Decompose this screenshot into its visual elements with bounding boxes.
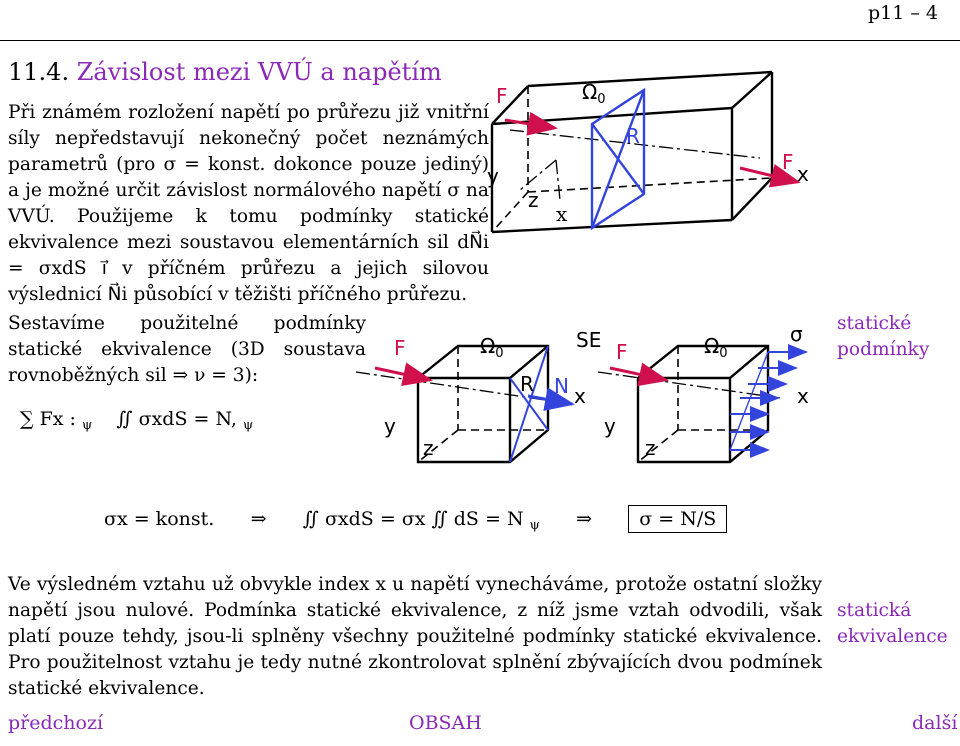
equation-result: σx = konst. ⇒ ∬ σxdS = σx ∬ dS = N ψ ⇒ σ…	[104, 505, 728, 533]
label-omega-top: Ω0	[582, 80, 606, 107]
label-y-top: y	[487, 164, 499, 188]
label-x-top-right: x	[797, 162, 809, 186]
label-x-cube-right: x	[797, 384, 809, 408]
label-z-cube-right: z	[645, 436, 656, 460]
nav-previous-link[interactable]: předchozí	[8, 712, 104, 734]
margin-note-1-line1: statické	[837, 313, 912, 334]
label-omega-cube-left: Ω0	[480, 334, 504, 361]
page-number: p11 – 4	[867, 2, 938, 24]
label-F-top-right: F	[782, 150, 794, 174]
label-x-cube-left: x	[574, 384, 586, 408]
label-omega-cube-right: Ω0	[704, 334, 728, 361]
eq1-integral-sub: ψ	[242, 418, 254, 433]
margin-note-2-line1: statická	[837, 600, 912, 621]
eq2-implies-2: ⇒	[576, 508, 592, 530]
label-y-cube-right: y	[604, 414, 616, 438]
eq2-integral-sub: ψ	[529, 518, 540, 533]
omega-sub-right: 0	[719, 346, 728, 361]
section-heading: 11.4. Závislost mezi VVÚ a napětím	[8, 58, 442, 86]
equation-sum-fx: ∑ Fx : ψ ∬ σxdS = N, ψ	[20, 408, 253, 433]
label-sigma: σ	[790, 322, 803, 346]
force-arrow-right-top	[739, 163, 801, 188]
margin-note-1-line2: podmínky	[837, 339, 930, 360]
paragraph-conditions: Sestavíme použitelné podmínky statické e…	[8, 313, 366, 386]
omega-symbol-left: Ω	[480, 334, 496, 358]
header-rule	[0, 40, 960, 41]
label-SE: SE	[576, 328, 602, 352]
stress-arrows	[729, 344, 808, 458]
label-R-cube-left: R	[520, 372, 534, 396]
cross-section-top	[590, 87, 646, 231]
label-F-top-left: F	[496, 84, 508, 108]
nav-toc-link[interactable]: OBSAH	[409, 712, 482, 734]
omega-sub: 0	[597, 92, 606, 107]
cross-section-left	[509, 345, 549, 463]
eq2-implies-1: ⇒	[250, 508, 267, 530]
label-F-cube-left: F	[394, 336, 406, 360]
label-z-top: z	[528, 188, 539, 212]
omega-symbol-right: Ω	[704, 334, 720, 358]
omega-symbol: Ω	[582, 80, 598, 104]
label-x-top-mid: x	[556, 202, 568, 226]
omega-sub-left: 0	[495, 346, 504, 361]
section-title: Závislost mezi VVÚ a napětím	[76, 58, 442, 86]
eq1-integral: ∬ σxdS = N,	[116, 408, 237, 430]
force-arrow-cube-left	[374, 362, 433, 386]
beam-3d-top	[490, 70, 774, 234]
label-N: N	[554, 374, 569, 398]
force-arrow-cube-right	[609, 362, 669, 387]
margin-note-2-line2: ekvivalence	[837, 626, 948, 647]
nav-next-link[interactable]: další	[912, 712, 958, 734]
eq2-integral: ∬ σxdS = σx ∬ dS = N	[302, 508, 524, 530]
eq2-const: σx = konst.	[104, 508, 215, 530]
eq1-sum-sub: ψ	[82, 418, 93, 433]
paragraph-intro: Při známém rozložení napětí po průřezu j…	[8, 102, 489, 305]
margin-note-conditions: statické podmínky	[837, 311, 929, 363]
force-arrow-left-top	[504, 111, 558, 136]
label-F-cube-right: F	[616, 340, 628, 364]
label-y-cube-left: y	[384, 414, 396, 438]
internal-force-arrow	[527, 387, 575, 411]
label-R-top: R	[626, 124, 640, 148]
eq2-boxed-result: σ = N/S	[628, 505, 728, 533]
label-z-cube-left: z	[423, 436, 434, 460]
margin-note-equivalence: statická ekvivalence	[837, 598, 948, 650]
section-number: 11.4.	[8, 58, 70, 86]
paragraph-conclusion: Ve výsledném vztahu už obvykle index x u…	[8, 574, 822, 699]
eq1-sum: ∑ Fx :	[20, 408, 76, 430]
